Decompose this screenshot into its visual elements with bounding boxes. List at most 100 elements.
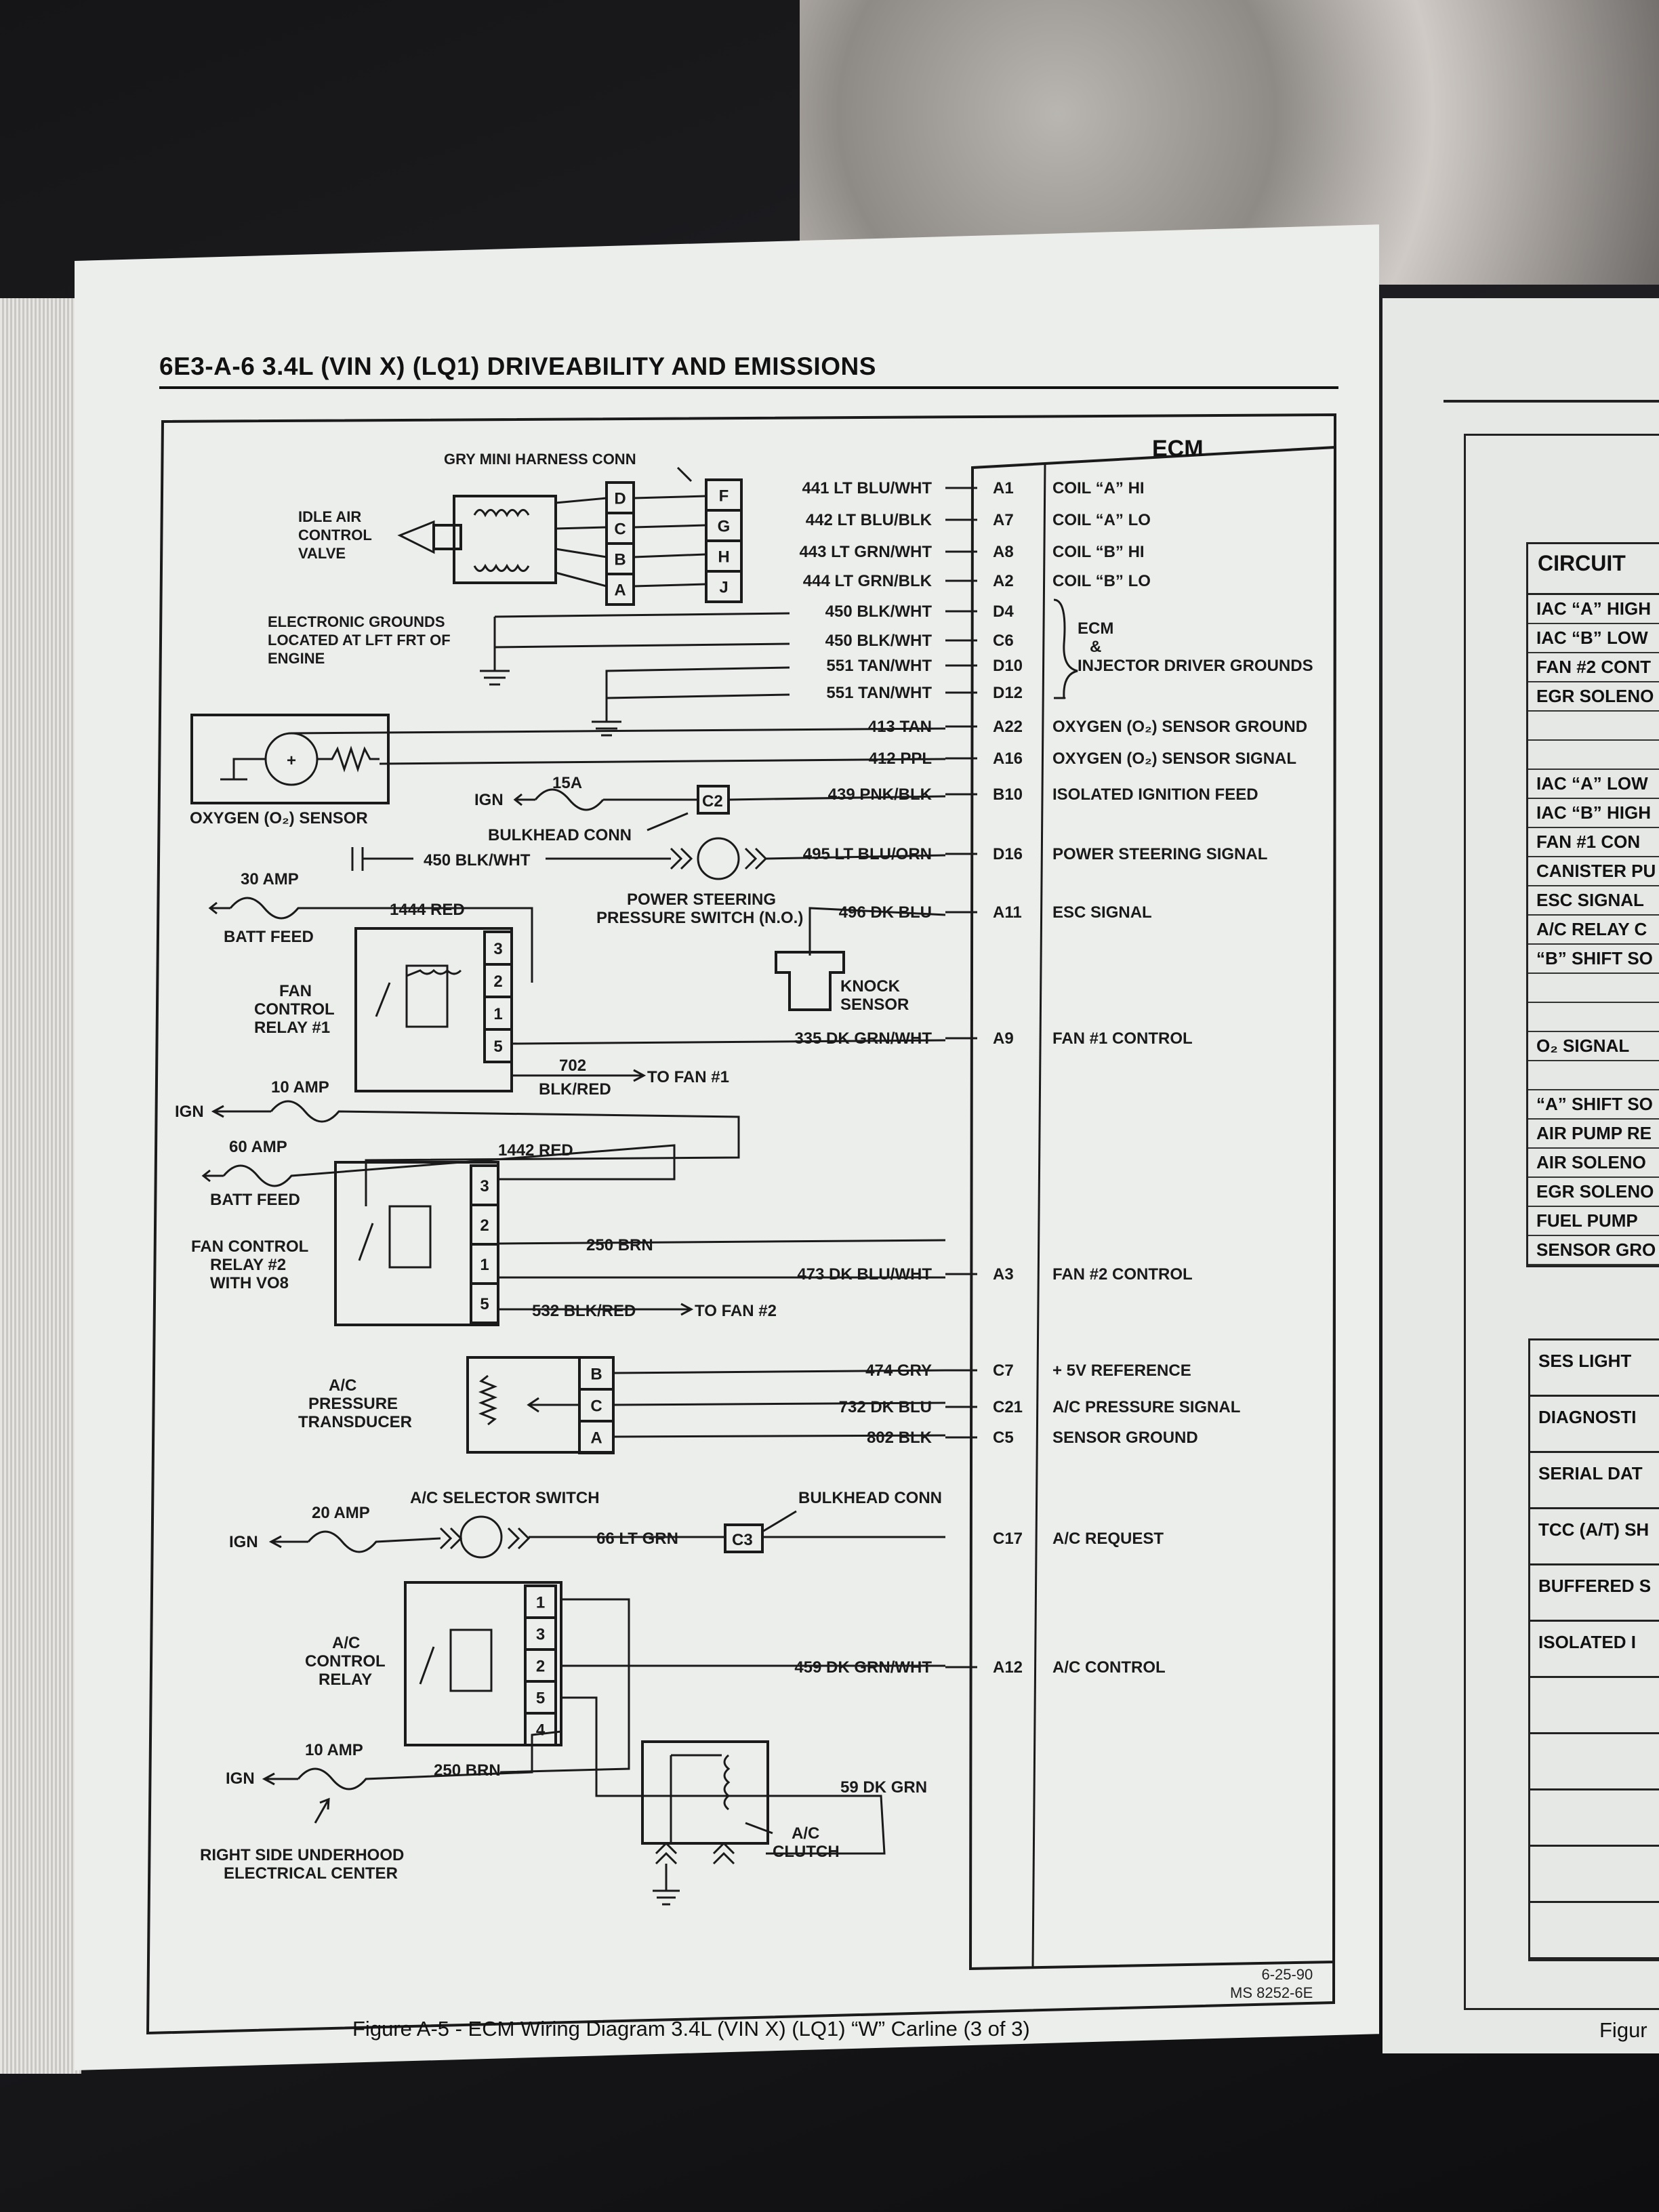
- ecm-pin: A22: [993, 718, 1023, 736]
- ecm-pin: C6: [993, 632, 1014, 650]
- circuit-row: IAC “A” HIGH: [1528, 595, 1659, 624]
- ac-transducer-resistor: [478, 1374, 498, 1426]
- connector-pin-label: A: [614, 581, 626, 600]
- diagram-frame: [146, 413, 1337, 2035]
- circuit-row: FAN #2 CONT: [1528, 653, 1659, 682]
- ps-switch-arrows: [670, 847, 768, 870]
- ecm-pin: C5: [993, 1429, 1014, 1447]
- ign-arrow-4: [262, 1772, 298, 1786]
- ac-relay-coil-box: [449, 1629, 493, 1692]
- right-page-rule: [1443, 400, 1659, 403]
- ecm-function: COIL “B” HI: [1052, 543, 1145, 561]
- circuit-row: [1530, 1903, 1659, 1959]
- ac-relay-wire-1: [499, 1598, 630, 1774]
- ecm-row: 802 BLK C5 SENSOR GROUND: [867, 1429, 1198, 1447]
- page-edges: [0, 298, 81, 2074]
- ecm-pin: A7: [993, 511, 1014, 529]
- trans-label-3: TRANSDUCER: [298, 1413, 412, 1431]
- ac-selector-arrows: [439, 1527, 531, 1550]
- ign-wire-10a: [270, 1100, 740, 1206]
- circuit-row: FUEL PUMP: [1528, 1207, 1659, 1236]
- ac-transducer-connector: BCA: [578, 1356, 615, 1454]
- circuit-row: SERIAL DAT: [1530, 1453, 1659, 1509]
- circuit-row: [1530, 1847, 1659, 1903]
- ign-label-2: IGN: [175, 1103, 204, 1121]
- circuit-row: FAN #1 CON: [1528, 828, 1659, 857]
- ecm-function: COIL “A” HI: [1052, 479, 1145, 497]
- ecm-pin: A9: [993, 1029, 1014, 1048]
- wire-496: [808, 907, 946, 918]
- knock-sensor-body: [775, 951, 845, 1011]
- iac-wire-bh: [633, 553, 707, 558]
- amp60-label: 60 AMP: [229, 1138, 287, 1156]
- ecm-brace-label-1: ECM: [1078, 619, 1113, 638]
- wire-335: [511, 1039, 946, 1045]
- ground-symbol-2: [592, 678, 621, 737]
- amp30-label: 30 AMP: [241, 870, 299, 888]
- ign-arrow-3: [268, 1535, 308, 1549]
- ecm-wire-label: 732 DK BLU: [839, 1398, 932, 1416]
- wire-1442-label: 1442 RED: [498, 1141, 573, 1160]
- circuit-row: BUFFERED S: [1530, 1565, 1659, 1622]
- circuit-row: IAC “A” LOW: [1528, 770, 1659, 799]
- knock-label-2: SENSOR: [840, 996, 909, 1014]
- ecm-wire-label: 450 BLK/WHT: [825, 632, 933, 650]
- circuit-row: “B” SHIFT SO: [1528, 945, 1659, 974]
- o2-wire-413: [291, 727, 946, 735]
- grounds-label-3: ENGINE: [268, 650, 325, 667]
- amp20-label: 20 AMP: [312, 1504, 370, 1522]
- iac-wire-df: [633, 495, 707, 499]
- circuit-row: [1528, 974, 1659, 1003]
- circuit-row: [1528, 712, 1659, 741]
- wire-495: [765, 854, 946, 860]
- circuit-row: ESC SIGNAL: [1528, 886, 1659, 916]
- ign-wire-10a-2: [297, 1730, 562, 1790]
- circuit-row: AIR SOLENO: [1528, 1149, 1659, 1178]
- ecm-function: ISOLATED IGNITION FEED: [1052, 785, 1258, 804]
- to-fan1-arrow: [633, 1069, 647, 1082]
- ecm-function: SENSOR GROUND: [1052, 1429, 1198, 1447]
- ac-clutch-box: [641, 1740, 769, 1845]
- ground-wire-551: [605, 666, 790, 678]
- circuit-row: [1528, 741, 1659, 770]
- date-code-line-2: MS 8252-6E: [1230, 1984, 1313, 2001]
- iac-label-1: IDLE AIR: [298, 508, 361, 525]
- ecm-pin: C21: [993, 1398, 1023, 1416]
- ign-label-3: IGN: [229, 1533, 258, 1551]
- ac-clutch-wire: [670, 1754, 722, 1843]
- connector-pin-label: C: [614, 520, 626, 539]
- iac-wire-aj: [633, 583, 707, 588]
- ecm-brace-label-2: &: [1090, 638, 1101, 656]
- ign-label-1: IGN: [474, 791, 504, 809]
- ecm-wire-label: 473 DK BLU/WHT: [797, 1265, 932, 1284]
- ecm-wire-label: 802 BLK: [867, 1429, 933, 1447]
- c3-label: C3: [732, 1531, 753, 1549]
- ecm-pin: A1: [993, 479, 1014, 497]
- ecm-function: OXYGEN (O₂) SENSOR SIGNAL: [1052, 750, 1296, 768]
- ecm-wire-label: 495 LT BLU/ORN: [803, 845, 932, 863]
- relay1-label-3: RELAY #1: [254, 1019, 330, 1037]
- ecm-pin: D10: [993, 657, 1023, 675]
- relay1-coil: [406, 968, 462, 977]
- figure-caption: Figure A-5 - ECM Wiring Diagram 3.4L (VI…: [352, 2017, 1030, 2041]
- ecm-function: COIL “B” LO: [1052, 572, 1151, 590]
- wire-439: [728, 795, 946, 801]
- connector-pin: [470, 1282, 499, 1324]
- ecm-function: ESC SIGNAL: [1052, 903, 1152, 922]
- iac-label-3: VALVE: [298, 545, 346, 562]
- wire-1444-label: 1444 RED: [390, 901, 465, 919]
- wire-702-label-1: 702: [559, 1057, 586, 1075]
- ecm-wire-label: 459 DK GRN/WHT: [794, 1658, 932, 1677]
- wire-474: [613, 1369, 946, 1374]
- circuit-row: IAC “B” LOW: [1528, 624, 1659, 653]
- connector-pin-label: 2: [480, 1216, 489, 1235]
- circuit-row: “A” SHIFT SO: [1528, 1090, 1659, 1120]
- ecm-divider: [1031, 462, 1046, 1967]
- iac-wire-b: [555, 548, 607, 558]
